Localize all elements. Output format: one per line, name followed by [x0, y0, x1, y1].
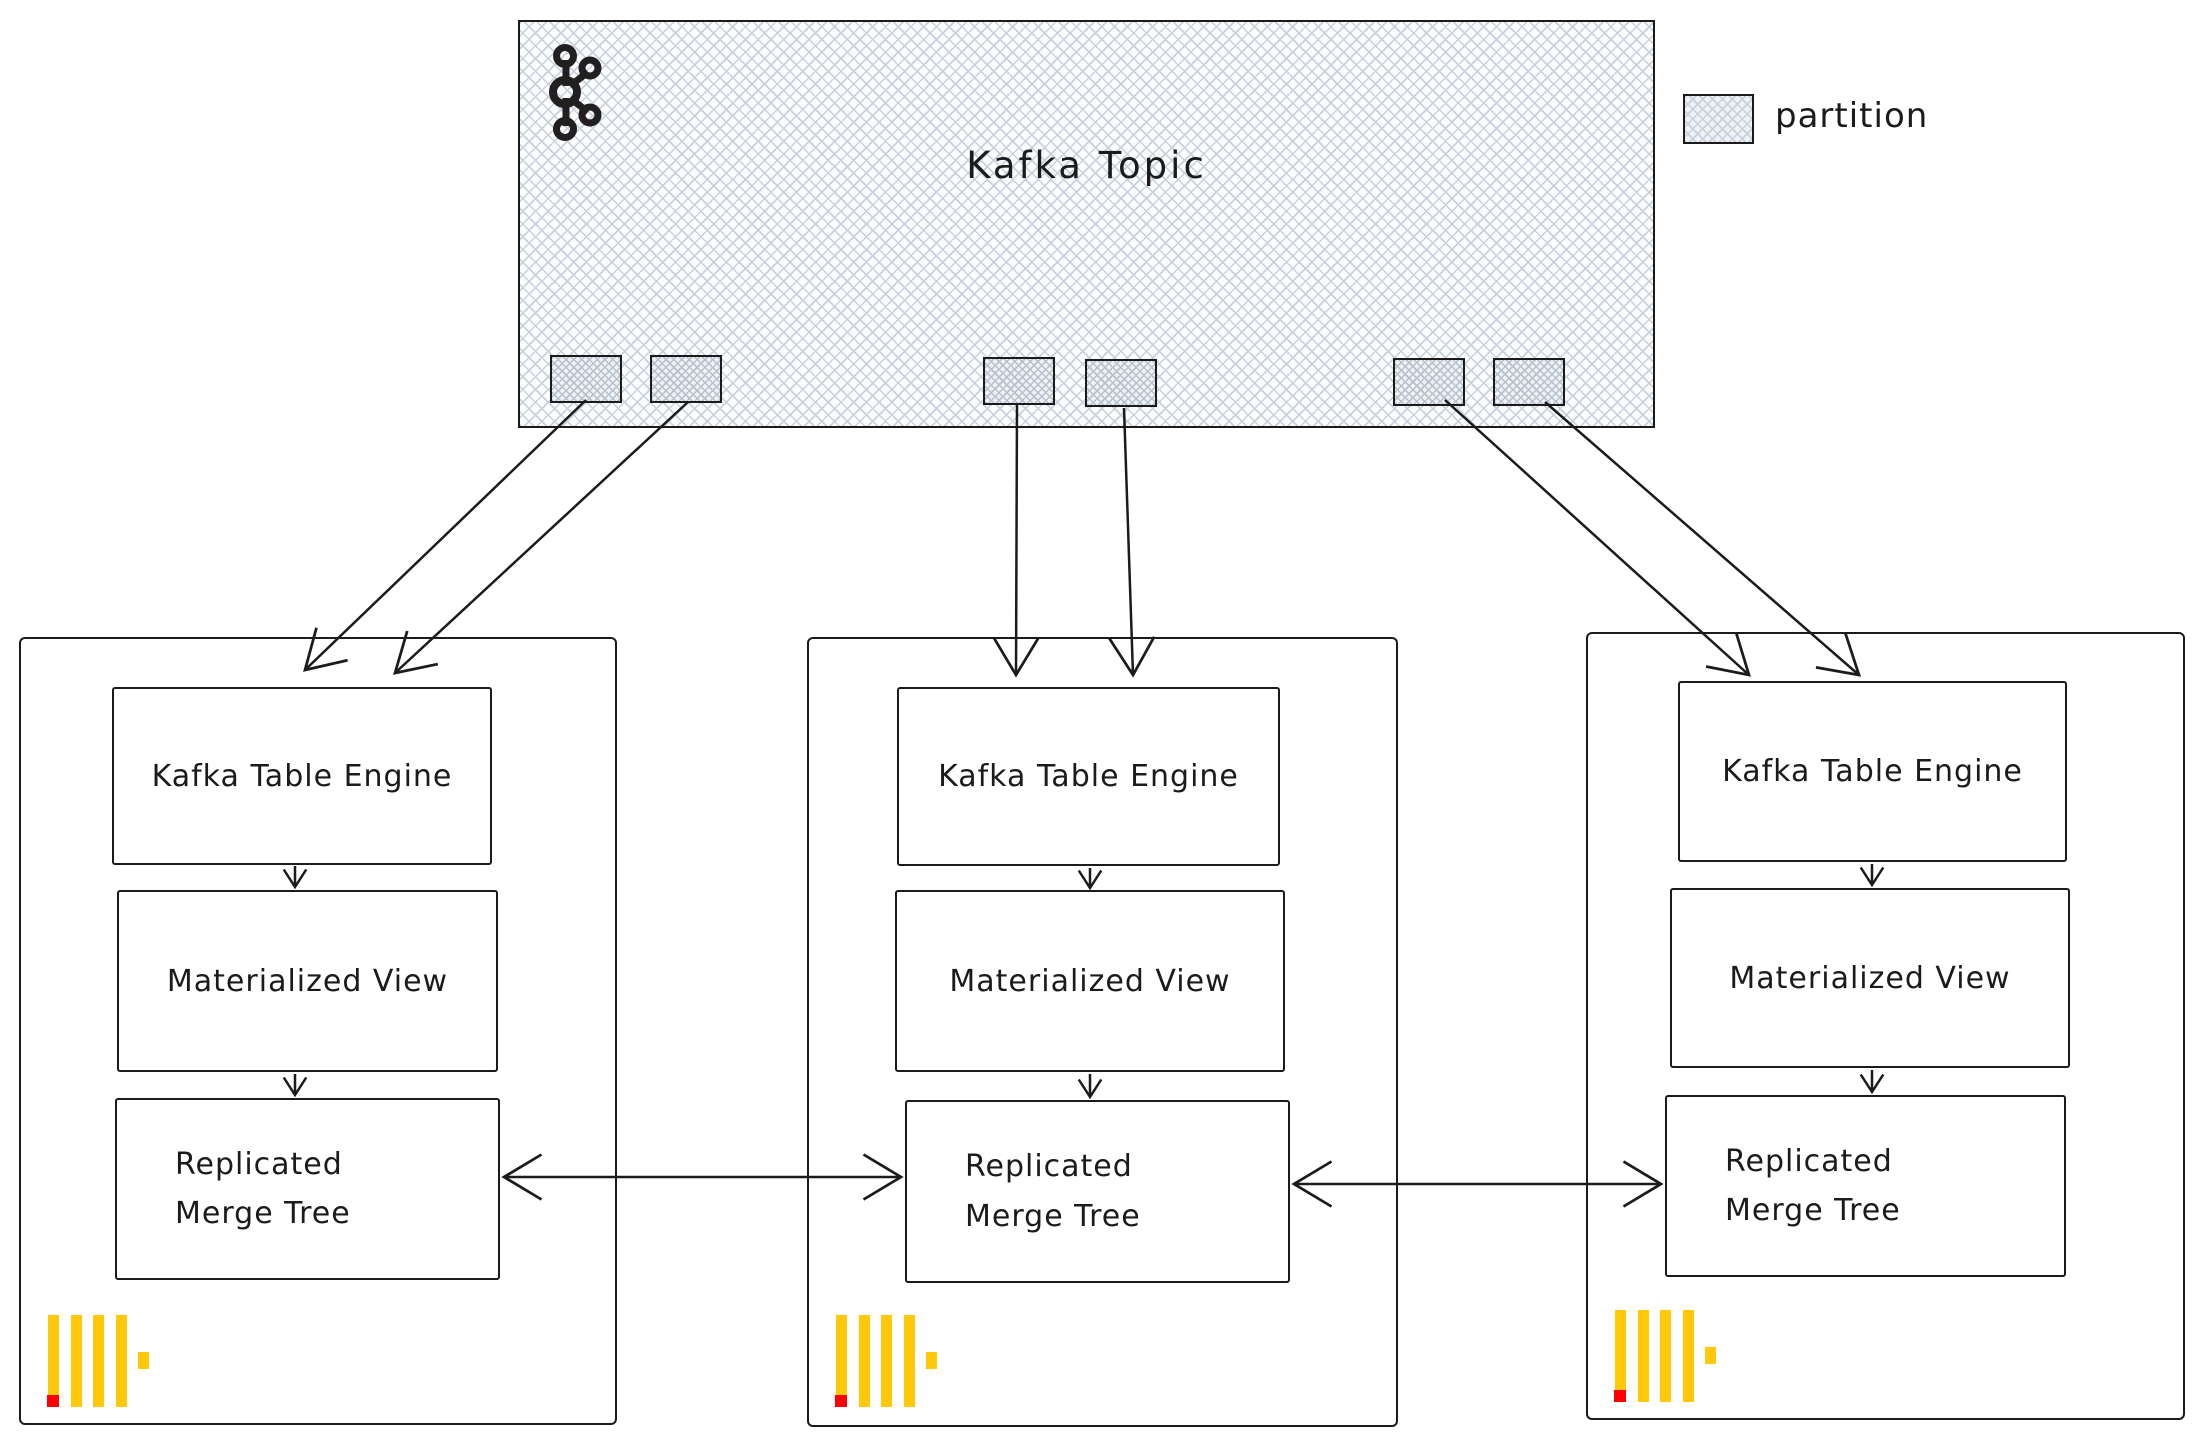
partition-box-3 — [983, 357, 1055, 405]
partition-box-6 — [1493, 358, 1565, 406]
partition-box-4 — [1085, 359, 1157, 407]
rmt-line1: Replicated — [965, 1149, 1133, 1184]
arrow-partition1-to-replica1 — [303, 399, 587, 672]
partition-box-1 — [550, 355, 622, 403]
replicated-merge-tree-box-3: Replicated Merge Tree — [1665, 1095, 2066, 1277]
partition-box-5 — [1393, 358, 1465, 406]
legend-label: partition — [1775, 96, 1929, 136]
arrow-partition4-to-replica2 — [1108, 407, 1156, 678]
kafka-topic-title: Kafka Topic — [966, 144, 1207, 187]
kafka-table-engine-box-2: Kafka Table Engine — [897, 687, 1280, 866]
materialized-view-box-2: Materialized View — [895, 890, 1285, 1072]
arrow-partition2-to-replica1 — [393, 401, 689, 675]
rmt-line2: Merge Tree — [965, 1198, 1141, 1234]
clickhouse-logo-icon — [1614, 1310, 1717, 1402]
kafka-table-engine-box-3: Kafka Table Engine — [1678, 681, 2067, 862]
clickhouse-logo-icon — [47, 1315, 150, 1407]
rmt-line2: Merge Tree — [1725, 1193, 1901, 1228]
rmt-line1: Replicated — [1725, 1143, 1893, 1179]
rmt-line2: Merge Tree — [175, 1196, 351, 1231]
kafka-logo-icon — [549, 44, 602, 141]
clickhouse-logo-icon — [835, 1315, 938, 1407]
replicated-merge-tree-box-2: Replicated Merge Tree — [905, 1100, 1290, 1283]
partition-swatch-icon — [1683, 94, 1754, 144]
kafka-topic-box: Kafka Topic — [518, 20, 1655, 428]
kafka-table-engine-box-1: Kafka Table Engine — [112, 687, 492, 865]
replicated-merge-tree-box-1: Replicated Merge Tree — [115, 1098, 500, 1280]
materialized-view-box-3: Materialized View — [1670, 888, 2070, 1068]
partition-box-2 — [650, 355, 722, 403]
arrow-partition3-to-replica2 — [992, 404, 1040, 678]
rmt-line1: Replicated — [175, 1146, 343, 1182]
materialized-view-box-1: Materialized View — [117, 890, 498, 1072]
